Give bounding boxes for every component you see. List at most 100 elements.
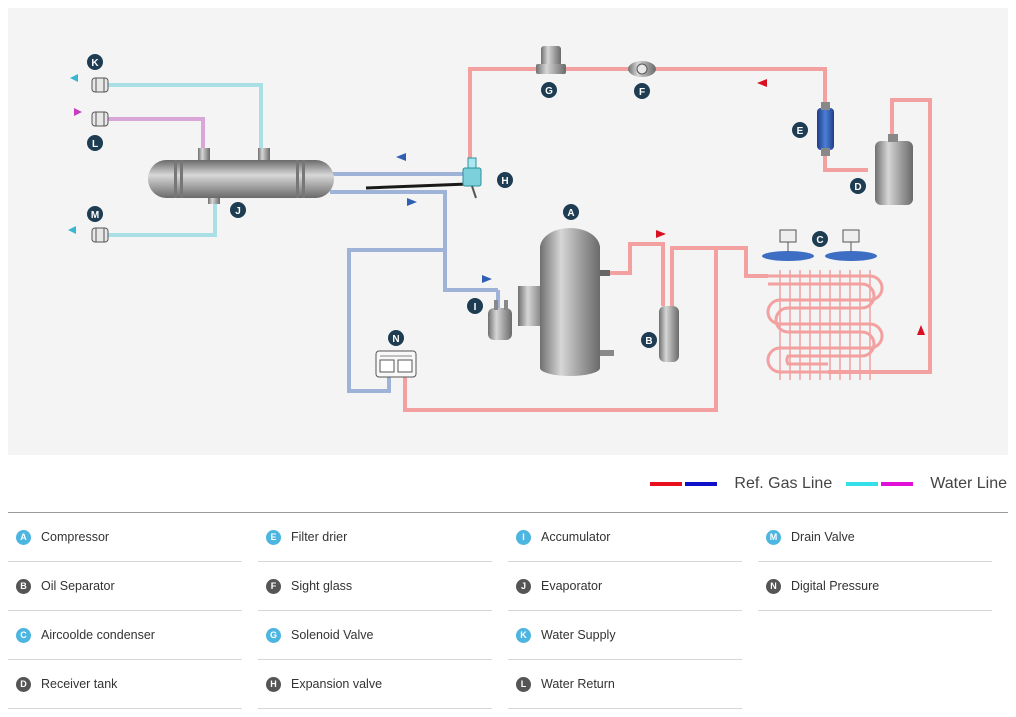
svg-text:F: F bbox=[639, 87, 645, 98]
component-label: Drain Valve bbox=[791, 530, 855, 544]
svg-text:N: N bbox=[392, 334, 399, 345]
component-letter-badge: F bbox=[266, 578, 281, 594]
badge-l: L bbox=[87, 135, 103, 151]
arrow-gas-left bbox=[757, 79, 767, 87]
sight-glass bbox=[628, 61, 656, 77]
badge-j: J bbox=[230, 202, 246, 218]
legend-water-label: Water Line bbox=[930, 475, 1007, 492]
water-magenta-swatch bbox=[881, 482, 914, 486]
component-row: N Digital Pressure bbox=[758, 562, 992, 611]
badge-n: N bbox=[388, 330, 404, 346]
component-row: I Accumulator bbox=[508, 513, 742, 562]
condenser-coil bbox=[766, 274, 884, 374]
component-label: Compressor bbox=[41, 530, 110, 544]
solenoid-valve bbox=[536, 46, 566, 74]
component-letter-badge: K bbox=[516, 627, 531, 643]
component-letter-badge: L bbox=[516, 676, 531, 692]
legend-ref-gas-label: Ref. Gas Line bbox=[734, 475, 833, 492]
component-row: A Compressor bbox=[8, 513, 242, 562]
component-row: F Sight glass bbox=[258, 562, 492, 611]
water-cyan-swatch bbox=[846, 482, 879, 486]
badge-i: I bbox=[467, 298, 483, 314]
condenser-fins bbox=[779, 270, 871, 380]
digital-pressure-gauge bbox=[375, 350, 417, 378]
oil-separator bbox=[659, 306, 679, 362]
legend-divider bbox=[8, 512, 1008, 513]
water-return-line bbox=[108, 117, 205, 150]
arrow-discharge-right bbox=[656, 230, 666, 238]
component-letter-badge: D bbox=[16, 676, 31, 692]
accumulator bbox=[488, 300, 512, 340]
compressor bbox=[518, 228, 614, 376]
component-letter-badge: I bbox=[516, 529, 531, 545]
svg-text:D: D bbox=[854, 182, 861, 193]
component-label: Sight glass bbox=[291, 579, 353, 593]
capillary-tube bbox=[365, 182, 469, 190]
component-label: Digital Pressure bbox=[791, 579, 880, 593]
component-label: Solenoid Valve bbox=[291, 628, 374, 642]
component-row: H Expansion valve bbox=[258, 660, 492, 709]
component-letter-badge: J bbox=[516, 578, 531, 594]
component-label: Oil Separator bbox=[41, 579, 115, 593]
diagram-panel bbox=[8, 8, 1008, 455]
refrigerant-suction-lines bbox=[330, 172, 538, 393]
water-drain-line bbox=[108, 198, 217, 237]
badge-f: F bbox=[634, 83, 650, 99]
water-supply-line bbox=[108, 83, 263, 150]
component-letter-badge: C bbox=[16, 627, 31, 643]
component-row: B Oil Separator bbox=[8, 562, 242, 611]
component-row: D Receiver tank bbox=[8, 660, 242, 709]
svg-text:H: H bbox=[501, 176, 508, 187]
filter-drier bbox=[817, 102, 834, 156]
badge-k: K bbox=[87, 54, 103, 70]
arrow-suction-left bbox=[396, 153, 406, 161]
water-supply-valve bbox=[70, 74, 109, 93]
ref-red-swatch bbox=[650, 482, 683, 486]
component-letter-badge: H bbox=[266, 676, 281, 692]
badge-h: H bbox=[497, 172, 513, 188]
component-row: J Evaporator bbox=[508, 562, 742, 611]
svg-text:K: K bbox=[91, 58, 99, 69]
component-row: G Solenoid Valve bbox=[258, 611, 492, 660]
badge-d: D bbox=[850, 178, 866, 194]
svg-text:E: E bbox=[797, 126, 804, 137]
legend-ref-gas: Ref. Gas Line bbox=[650, 475, 832, 493]
component-letter-badge: A bbox=[16, 529, 31, 545]
component-label: Evaporator bbox=[541, 579, 603, 593]
svg-text:B: B bbox=[645, 336, 652, 347]
svg-text:A: A bbox=[567, 208, 574, 219]
badge-e: E bbox=[792, 122, 808, 138]
badge-c: C bbox=[812, 231, 828, 247]
component-letter-badge: G bbox=[266, 627, 281, 643]
legend-water: Water Line bbox=[846, 475, 1007, 493]
flow-arrows bbox=[396, 79, 925, 335]
arrow-suction-right-2 bbox=[482, 275, 492, 283]
component-label: Accumulator bbox=[541, 530, 611, 544]
component-label: Water Supply bbox=[541, 628, 616, 642]
condenser-fans bbox=[762, 229, 877, 261]
expansion-valve bbox=[462, 157, 482, 199]
component-label: Aircoolde condenser bbox=[41, 628, 155, 642]
component-label: Expansion valve bbox=[291, 677, 383, 691]
evaporator bbox=[148, 148, 334, 204]
component-letter-badge: B bbox=[16, 578, 31, 594]
badge-g: G bbox=[541, 82, 557, 98]
svg-text:I: I bbox=[474, 302, 477, 313]
drain-valve bbox=[68, 226, 109, 243]
component-letter-badge: N bbox=[766, 578, 781, 594]
badge-m: M bbox=[87, 206, 103, 222]
svg-text:L: L bbox=[92, 139, 98, 150]
component-letter-badge: E bbox=[266, 529, 281, 545]
arrow-suction-right-1 bbox=[407, 198, 417, 206]
receiver-tank bbox=[875, 134, 913, 205]
svg-text:C: C bbox=[816, 235, 823, 246]
component-label: Receiver tank bbox=[41, 677, 118, 691]
badge-a: A bbox=[563, 204, 579, 220]
legend: Ref. Gas Line Water Line bbox=[636, 472, 1007, 496]
